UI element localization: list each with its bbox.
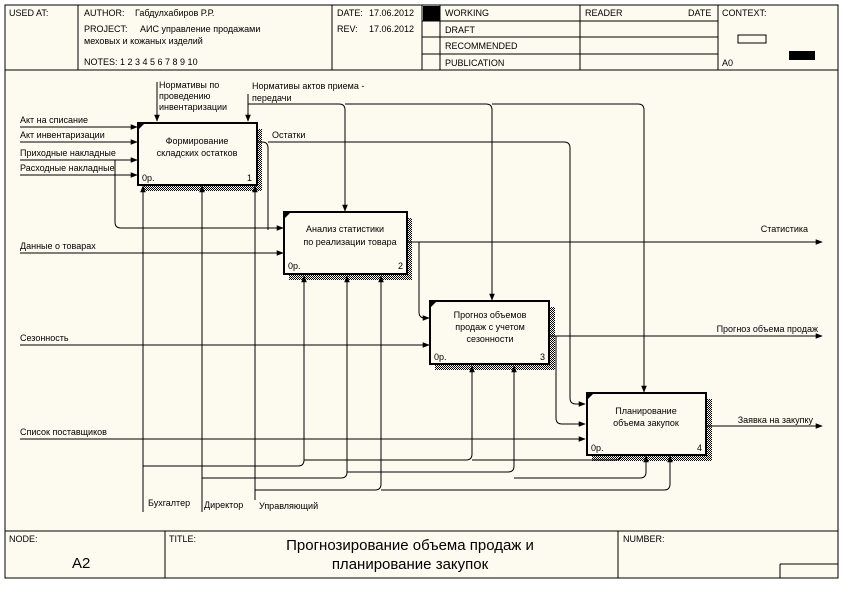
box4-cost: 0р. [591, 443, 604, 453]
context-parent-box [737, 34, 767, 44]
box2-number: 2 [398, 261, 403, 271]
arrows [20, 82, 823, 512]
box3-cost: 0р. [434, 352, 447, 362]
label-normativy-aktov-2: передачи [252, 93, 291, 103]
box4-title-line1: Планирование [615, 406, 676, 416]
label-postavshchiki: Список поставщиков [20, 427, 107, 437]
arrow-normativy-to-box2 [248, 103, 348, 212]
arrow-normativy-to-box4 [492, 103, 647, 393]
arrow-normativy-to-box3 [345, 103, 495, 301]
label-upravlyayushchiy: Управляющий [259, 501, 318, 511]
box4-number: 4 [697, 443, 702, 453]
reader-date-label: DATE [688, 8, 711, 18]
label-prognoz-prodazh: Прогноз объема продаж [717, 324, 818, 334]
reader-label: READER [585, 8, 623, 18]
status-draft: DRAFT [445, 25, 475, 35]
box-4[interactable]: Планирование объема закупок 0р. 4 [586, 392, 712, 461]
label-ostatki: Остатки [272, 130, 305, 140]
label-normativy-inv-3: инвентаризации [159, 102, 227, 112]
box1-number: 1 [247, 173, 252, 183]
box2-cost: 0р. [288, 261, 301, 271]
box-1[interactable]: Формирование складских остатков 0р. 1 [137, 122, 262, 191]
box3-title-line1: Прогноз объемов [454, 310, 527, 320]
page-frame [4, 4, 839, 579]
arrow-ostatki-down [257, 141, 269, 230]
status-publication: PUBLICATION [445, 58, 504, 68]
label-akt-spisanie: Акт на списание [20, 115, 88, 125]
box1-cost: 0р. [142, 173, 155, 183]
context-current-box [789, 51, 815, 60]
project-line1: АИС управление продажами [140, 24, 260, 34]
status-recommended: RECOMMENDED [445, 41, 518, 51]
arrow-nakladnye-to-box2 [114, 160, 284, 231]
diagram-title-line1: Прогнозирование объема продаж и [286, 537, 534, 554]
arrow-prognoz-to-box4 [555, 336, 586, 427]
label-normativy-aktov-1: Нормативы актов приема - [252, 81, 364, 91]
notes: NOTES: 1 2 3 4 5 6 7 8 9 10 [84, 57, 198, 67]
arrow-ostatki-to-box4 [268, 141, 586, 407]
node-value: A2 [72, 555, 90, 572]
title-label: TITLE: [169, 534, 196, 544]
label-statistika: Статистика [761, 224, 808, 234]
arrow-mech-box4-b [514, 455, 649, 479]
date-label: DATE: [337, 8, 363, 18]
arrow-mech-box3-b [347, 365, 517, 473]
box-2[interactable]: Анализ статистики по реализации товара 0… [283, 211, 412, 280]
context-node: A0 [722, 58, 733, 68]
arrow-labels: Акт на списание Акт инвентаризации Прихо… [20, 80, 818, 511]
box3-title-line3: сезонности [467, 334, 514, 344]
arrow-statistika-to-box3 [418, 242, 430, 321]
box4-title-line2: объема закупок [613, 418, 679, 428]
box2-title-line1: Анализ статистики [306, 224, 384, 234]
label-bukhgalter: Бухгалтер [148, 498, 190, 508]
author-value: Габдулхабиров Р.Р. [135, 8, 214, 18]
footer-block: NODE: A2 TITLE: Прогнозирование объема п… [5, 530, 838, 578]
rev-label: REV: [337, 24, 358, 34]
rev-value: 17.06.2012 [369, 24, 414, 34]
label-normativy-inv-1: Нормативы по [159, 80, 219, 90]
arrow-mech-box4-c [381, 455, 673, 491]
project-line2: меховых и кожаных изделий [84, 36, 203, 46]
label-sezonnost: Сезонность [20, 333, 69, 343]
box3-title-line2: продаж с учетом [455, 322, 525, 332]
label-direktor: Директор [204, 500, 243, 510]
arrow-mech-box3-a [304, 365, 475, 461]
node-label: NODE: [9, 534, 38, 544]
arrow-mech-box2-c [255, 275, 384, 491]
project-label: PROJECT: [84, 24, 128, 34]
diagram-title-line2: планирование закупок [332, 556, 489, 573]
number-label: NUMBER: [623, 534, 665, 544]
box1-title-line2: складских остатков [157, 148, 238, 158]
label-normativy-inv-2: проведению [159, 91, 211, 101]
box1-title-line1: Формирование [166, 136, 229, 146]
box2-title-line2: по реализации товара [303, 237, 396, 247]
author-label: AUTHOR: [84, 8, 125, 18]
date-value: 17.06.2012 [369, 8, 414, 18]
box-3[interactable]: Прогноз объемов продаж с учетом сезоннос… [429, 300, 555, 370]
label-zayavka: Заявка на закупку [738, 415, 814, 425]
label-akt-inventarizacii: Акт инвентаризации [20, 130, 105, 140]
used-at-label: USED AT: [9, 8, 48, 18]
label-dannye-tovary: Данные о товарах [20, 241, 96, 251]
header-block: USED AT: AUTHOR: Габдулхабиров Р.Р. PROJ… [5, 5, 838, 71]
label-raskhodnye: Расходные накладные [20, 163, 115, 173]
context-label: CONTEXT: [722, 8, 767, 18]
label-prikhodnye: Приходные накладные [20, 148, 116, 158]
status-working: WORKING [445, 8, 489, 18]
box3-number: 3 [540, 352, 545, 362]
working-marker [423, 6, 440, 21]
